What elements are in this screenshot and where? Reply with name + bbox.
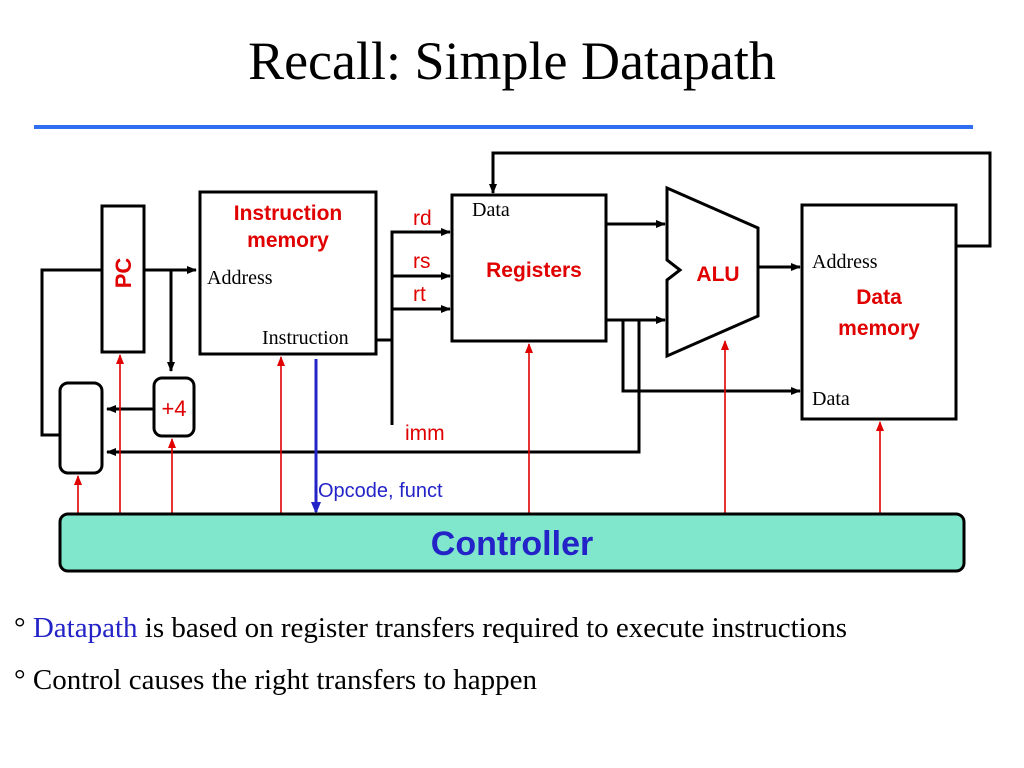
opcode-funct-label: Opcode, funct <box>318 480 443 502</box>
instruction-memory <box>198 190 378 356</box>
title-underline <box>34 125 973 129</box>
alu-shape <box>665 185 760 359</box>
pc-register <box>100 204 146 354</box>
register-file-title: Registers <box>486 259 582 282</box>
instruction-memory-title-2: memory <box>247 229 329 252</box>
pc-mux <box>58 381 104 475</box>
control-wires <box>74 340 884 514</box>
bullet-text: Control causes the right transfers to ha… <box>25 664 538 696</box>
controller-label: Controller <box>431 525 593 563</box>
bullet-highlight: Datapath <box>32 612 138 644</box>
data-memory <box>800 203 958 421</box>
register-file <box>450 193 608 343</box>
register-file-data-port: Data <box>472 199 510 221</box>
bullet-marker: ° <box>14 664 26 696</box>
instruction-memory-address-port: Address <box>207 267 273 289</box>
data-wires <box>40 151 992 456</box>
rs-label: rs <box>413 250 431 273</box>
instruction-memory-title-1: Instruction <box>234 202 343 225</box>
data-memory-address-port: Address <box>812 251 878 273</box>
rt-label: rt <box>413 283 426 306</box>
data-memory-title-1: Data <box>856 286 902 309</box>
data-memory-title-2: memory <box>838 317 920 340</box>
pc-label: PC <box>111 258 136 289</box>
pc-adder-label: +4 <box>161 396 186 421</box>
instruction-memory-instruction-port: Instruction <box>262 327 349 349</box>
imm-label: imm <box>405 422 445 445</box>
bullet-list: ° Datapath is based on register transfer… <box>14 612 1014 716</box>
bullet-text: is based on register transfers required … <box>137 612 847 644</box>
controller-block <box>58 512 966 573</box>
alu-label: ALU <box>696 263 739 286</box>
pc-adder <box>152 376 196 438</box>
bullet-2: ° Control causes the right transfers to … <box>14 664 1014 716</box>
data-memory-data-port: Data <box>812 388 850 410</box>
slide-title: Recall: Simple Datapath <box>248 31 776 91</box>
bullet-marker: ° <box>14 612 26 644</box>
rd-label: rd <box>413 207 432 230</box>
bullet-1: ° Datapath is based on register transfer… <box>14 612 1014 664</box>
